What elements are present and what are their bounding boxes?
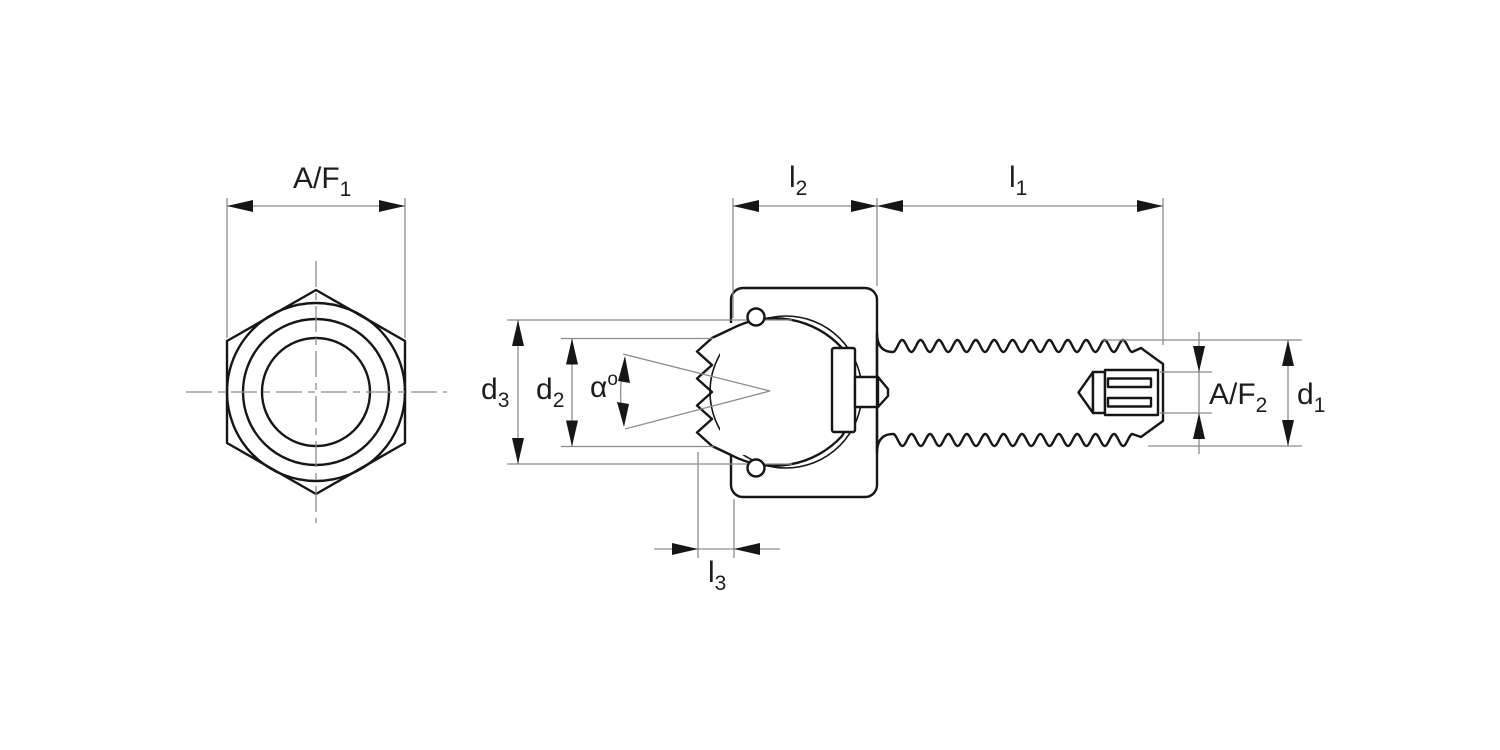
front-view [186, 261, 447, 523]
side-view [695, 286, 1165, 499]
dimension-l3: l3 [654, 452, 780, 595]
label-l1: l1 [1009, 161, 1027, 200]
label-d3: d3 [481, 373, 509, 412]
label-af1: A/F1 [293, 162, 351, 201]
socket-body [1103, 368, 1160, 417]
dimension-alpha: αo [590, 353, 771, 430]
threaded-shaft [875, 331, 1165, 455]
pocket-opening [720, 323, 786, 455]
dimension-af1: A/F1 [226, 162, 406, 338]
clamp-bushing [830, 346, 857, 434]
label-d2: d2 [536, 373, 564, 412]
socket-collar [1091, 370, 1107, 415]
label-l3: l3 [708, 556, 726, 595]
label-alpha: αo [590, 369, 618, 404]
label-l2: l2 [789, 161, 807, 200]
dimension-d2: d2 [536, 337, 714, 448]
socket-slot-lower [1106, 396, 1153, 408]
socket-chamfer-cone [1077, 370, 1095, 415]
socket-slot-upper [1106, 377, 1153, 389]
retaining-ball-top [746, 307, 766, 327]
label-af2: A/F2 [1209, 378, 1267, 417]
dimension-l2: l2 [732, 161, 878, 318]
retaining-ball-bottom [746, 458, 766, 478]
dimension-af2: A/F2 [1160, 332, 1267, 454]
dimension-d1: d1 [1102, 339, 1325, 447]
label-d1: d1 [1297, 378, 1325, 417]
spring-pin [853, 375, 890, 409]
dimension-d3: d3 [481, 319, 792, 465]
dimension-l1: l1 [877, 161, 1164, 345]
dimensions: A/F1 l2 l1 d3 [226, 161, 1325, 595]
